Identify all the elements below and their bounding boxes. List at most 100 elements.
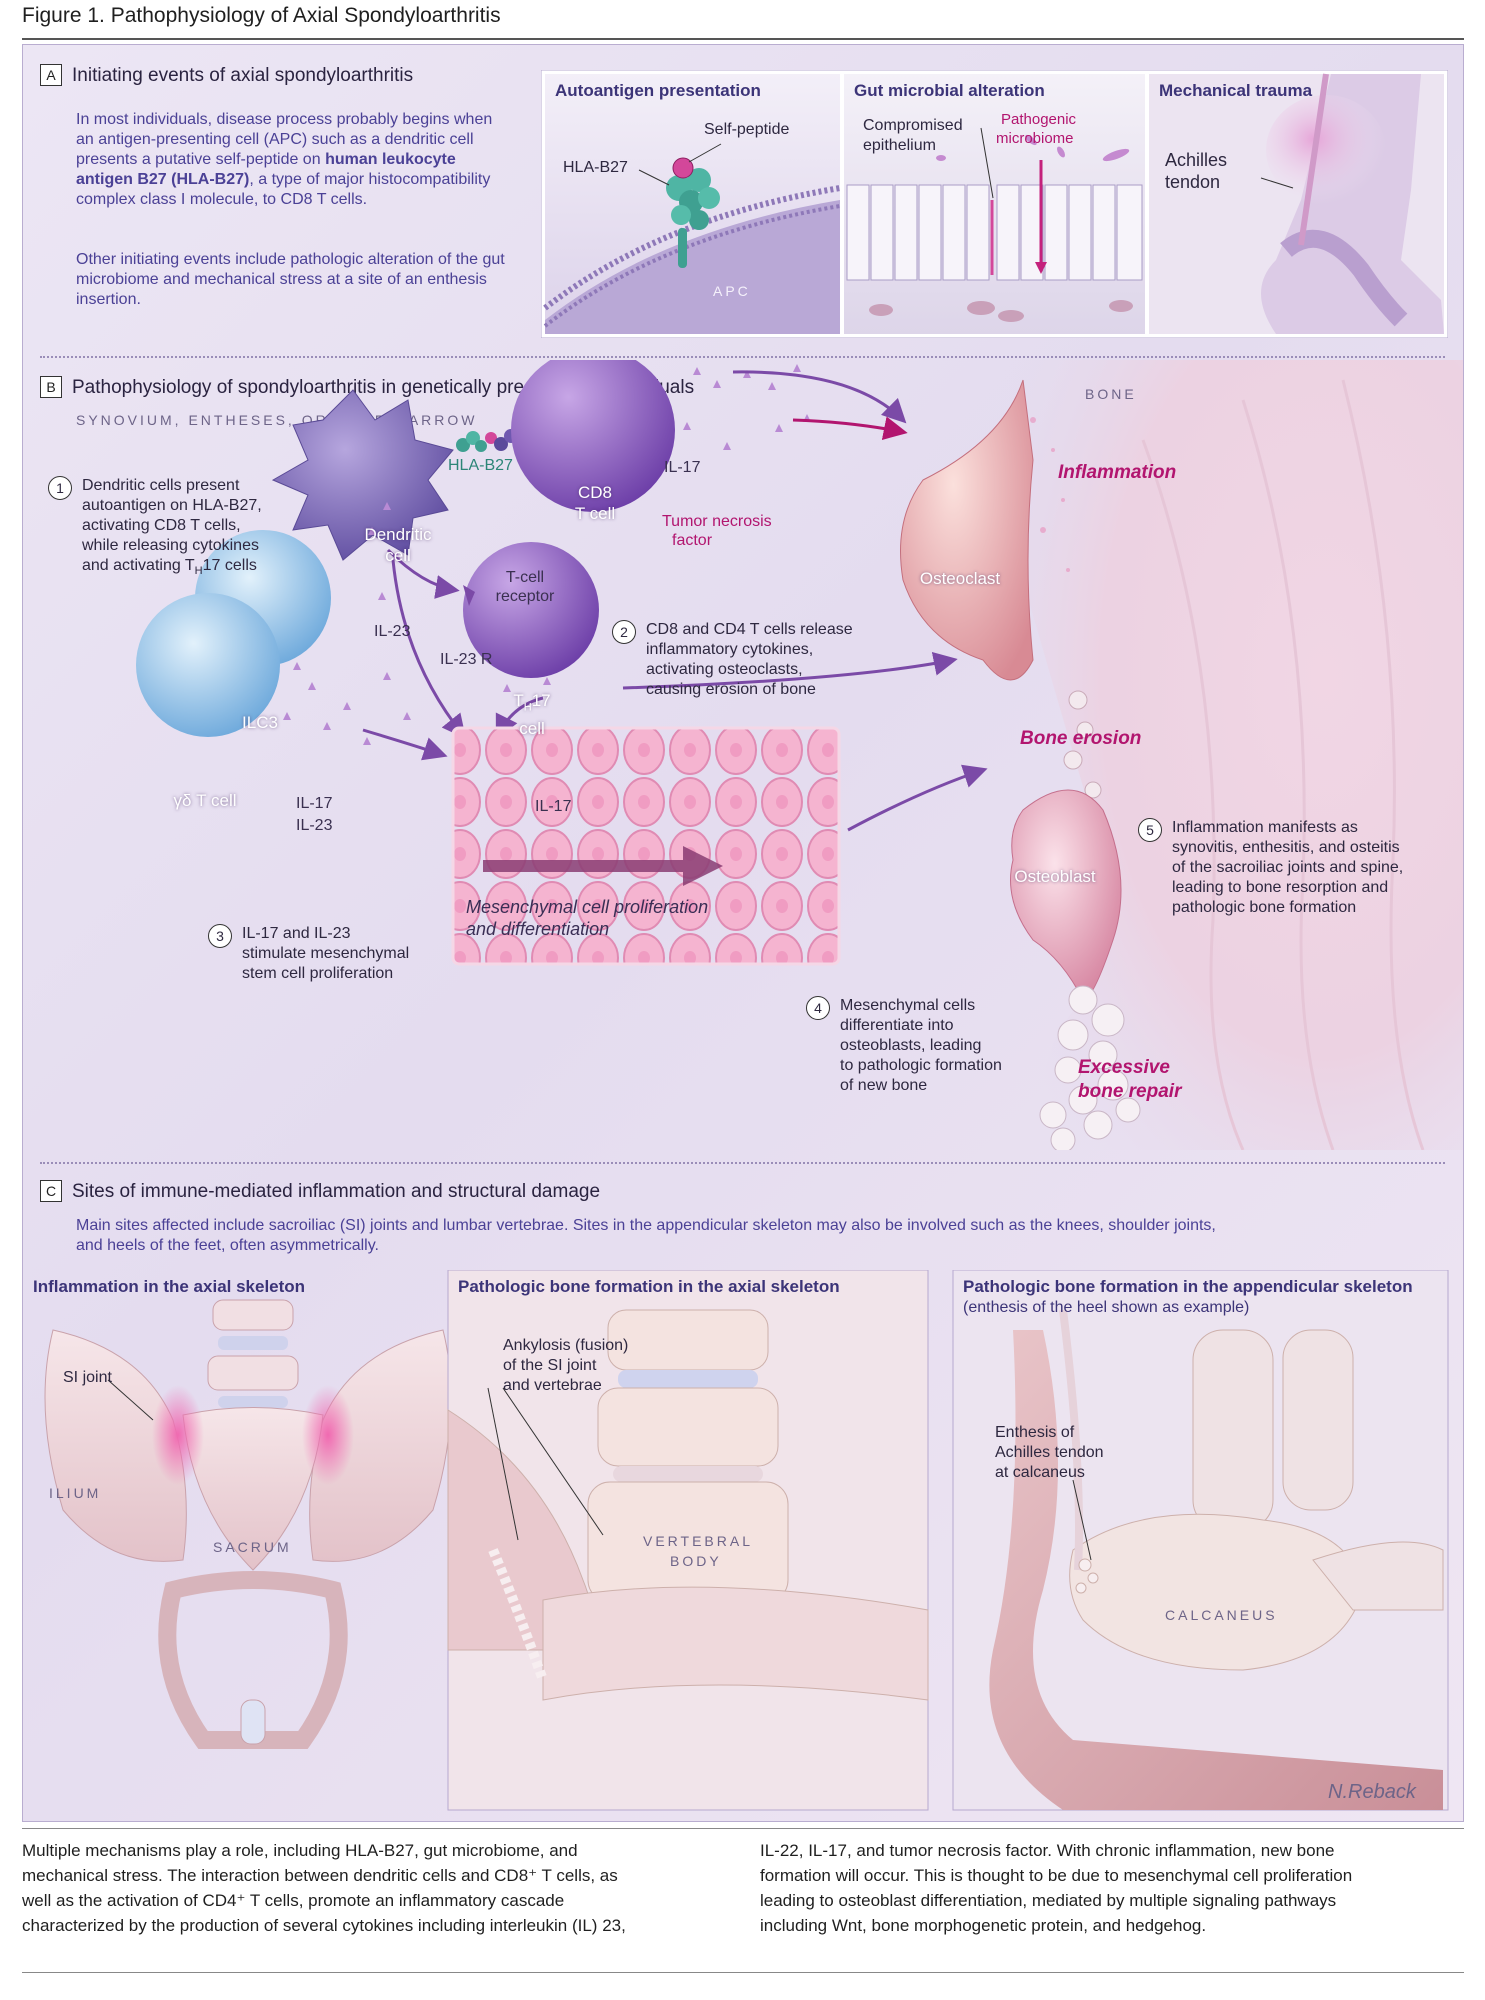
step-4-line-2: differentiate into <box>840 1017 954 1034</box>
tendon-inflammation <box>1266 95 1386 205</box>
caption-left-line-4: characterized by the production of sever… <box>22 1916 626 1935</box>
step-4-line-4: to pathologic formation <box>840 1057 1002 1074</box>
self-peptide <box>672 157 694 179</box>
th17-label-sub: H <box>523 701 532 714</box>
panel-a-paragraph-2: Other initiating events include patholog… <box>76 251 505 308</box>
microbiome-label-1: Pathogenic <box>1001 111 1077 128</box>
il17-mid-label: IL-17 <box>535 798 572 815</box>
excessive-repair-label: Excessive bone repair <box>1078 1056 1181 1104</box>
differentiation-arrow <box>483 846 723 886</box>
divider-a-b <box>40 356 1445 358</box>
step-3-number: 3 <box>208 924 232 948</box>
dendritic-label-2: cell <box>385 546 411 565</box>
caption-top-rule <box>22 1828 1464 1829</box>
dendritic-label-1: Dendritic <box>364 525 432 544</box>
ankle-illustration <box>1261 74 1444 334</box>
bone-region <box>1000 360 1463 1150</box>
arrow-tnf-to-osteoclast <box>792 416 908 441</box>
si-joint-leader <box>107 1379 154 1421</box>
step-5-line-5: pathologic bone formation <box>1172 899 1357 916</box>
heel-illustration <box>989 1309 1444 1810</box>
caption-left-line-1: Multiple mechanisms play a role, includi… <box>22 1841 578 1860</box>
panel-a-para1-bold: human leukocyte antigen B27 (HLA-B27) <box>76 151 456 188</box>
artist-signature: N.Reback <box>1328 1781 1417 1803</box>
pelvis-illustration <box>44 1299 452 1749</box>
gd-t-cell <box>136 593 280 737</box>
ankylosis-label-1: Ankylosis (fusion) <box>503 1337 628 1354</box>
il23-receptor <box>463 585 475 606</box>
apc-label: APC <box>713 283 751 299</box>
step-3-line-1: IL-17 and IL-23 <box>242 925 351 942</box>
il23r-label: IL-23 R <box>440 651 493 668</box>
panel-c-intro-line-1: Main sites affected include sacroiliac (… <box>76 1217 1216 1234</box>
step-2: 2 CD8 and CD4 T cells release inflammato… <box>612 620 853 700</box>
step-5-line-2: synovitis, enthesitis, and osteitis <box>1172 839 1400 856</box>
step-5-number: 5 <box>1138 818 1162 842</box>
step-1: 1 Dendritic cells present autoantigen on… <box>48 476 262 581</box>
th17-cell <box>463 542 599 678</box>
tnf-label: Tumor necrosis factor <box>662 512 772 550</box>
caption-right-line-1: IL-22, IL-17, and tumor necrosis factor.… <box>760 1841 1335 1860</box>
box3-subtitle: (enthesis of the heel shown as example) <box>963 1299 1249 1316</box>
panel-b-illustration <box>136 360 1463 1150</box>
panel-a-para1-part1: In most individuals, disease process pro… <box>76 111 493 168</box>
il23-label: IL-23 <box>374 623 411 640</box>
tnf-label-2: factor <box>672 532 713 549</box>
ankylosis-label-3: and vertebrae <box>503 1377 602 1394</box>
tcr-label-1: T-cell <box>505 569 545 586</box>
step-4-line-1: Mesenchymal cells <box>840 997 976 1014</box>
step-1-line-1: Dendritic cells present <box>82 477 240 494</box>
excessive-label-1: Excessive <box>1078 1057 1170 1078</box>
mesenchymal-label: Mesenchymal cell proliferation and diffe… <box>466 896 708 940</box>
panel-a-letter: A <box>40 64 62 86</box>
arrow-il17-to-osteoclast-lower <box>622 651 958 690</box>
step-1-line-5a: and activating T <box>82 557 195 574</box>
gd-tcell-label: γδ T cell <box>173 791 237 810</box>
top-rule <box>22 38 1464 40</box>
inset-trauma-title: Mechanical trauma <box>1159 81 1313 100</box>
mesenchymal-label-1: Mesenchymal cell proliferation <box>466 897 709 917</box>
step-4-number: 4 <box>806 996 830 1020</box>
bone-erosion-label: Bone erosion <box>1020 728 1142 749</box>
step-1-line-5b: 17 cells <box>202 557 257 574</box>
caption-left: Multiple mechanisms play a role, includi… <box>22 1838 722 1938</box>
step-2-line-3: activating osteoclasts, <box>646 661 803 678</box>
osteoclast-label: Osteoclast <box>919 569 1001 588</box>
step-1-line-4: while releasing cytokines <box>82 537 259 554</box>
step-4: 4 Mesenchymal cells differentiate into o… <box>806 996 1002 1096</box>
step-1-number: 1 <box>48 476 72 500</box>
th17-cell-label: TH17 cell <box>492 690 572 739</box>
microbes <box>936 134 1130 162</box>
cd8-t-cell <box>511 360 675 512</box>
cd8-label-2: T cell <box>574 504 616 523</box>
box3-title: Pathologic bone formation in the appendi… <box>963 1277 1413 1296</box>
arrow-il17-to-osteoclast <box>732 370 907 424</box>
step-2-number: 2 <box>612 620 636 644</box>
inflammation-label: Inflammation <box>1058 462 1177 483</box>
step-3-line-2: stimulate mesenchymal <box>242 945 410 962</box>
cd8-label-1: CD8 <box>577 483 612 502</box>
box2-title: Pathologic bone formation in the axial s… <box>458 1277 840 1296</box>
panel-c-letter: C <box>40 1180 62 1202</box>
enthesis-leader <box>1072 1479 1092 1561</box>
vertebral-label-1: VERTEBRAL <box>643 1533 753 1549</box>
microbiome-label-2: microbiome <box>996 130 1074 147</box>
excessive-label-2: bone repair <box>1078 1081 1182 1102</box>
step-1-line-5-sub: H <box>194 565 203 578</box>
epithelium-label-1: Compromised <box>863 117 963 134</box>
cd8-cell-label: CD8 T cell <box>545 482 645 524</box>
panel-c-intro-line-2: and heels of the feet, often asymmetrica… <box>76 1237 379 1254</box>
th17-label-t: T <box>513 691 524 710</box>
epithelium-label-2: epithelium <box>863 137 936 154</box>
vertebral-label-2: BODY <box>670 1553 722 1569</box>
tendon-label-1: Achilles <box>1165 150 1227 170</box>
il17-left-label: IL-17 <box>296 795 333 812</box>
step-1-line-3: activating CD8 T cells, <box>82 517 241 534</box>
step-5-line-1: Inflammation manifests as <box>1172 819 1358 836</box>
osteoclast-cell <box>900 379 1034 681</box>
enthesis-label-3: at calcaneus <box>995 1464 1085 1481</box>
divider-b-c <box>40 1162 1445 1164</box>
panel-a-para1-part2: , a type of major histocompatibility com… <box>76 171 491 208</box>
il17-top-label: IL-17 <box>664 459 701 476</box>
